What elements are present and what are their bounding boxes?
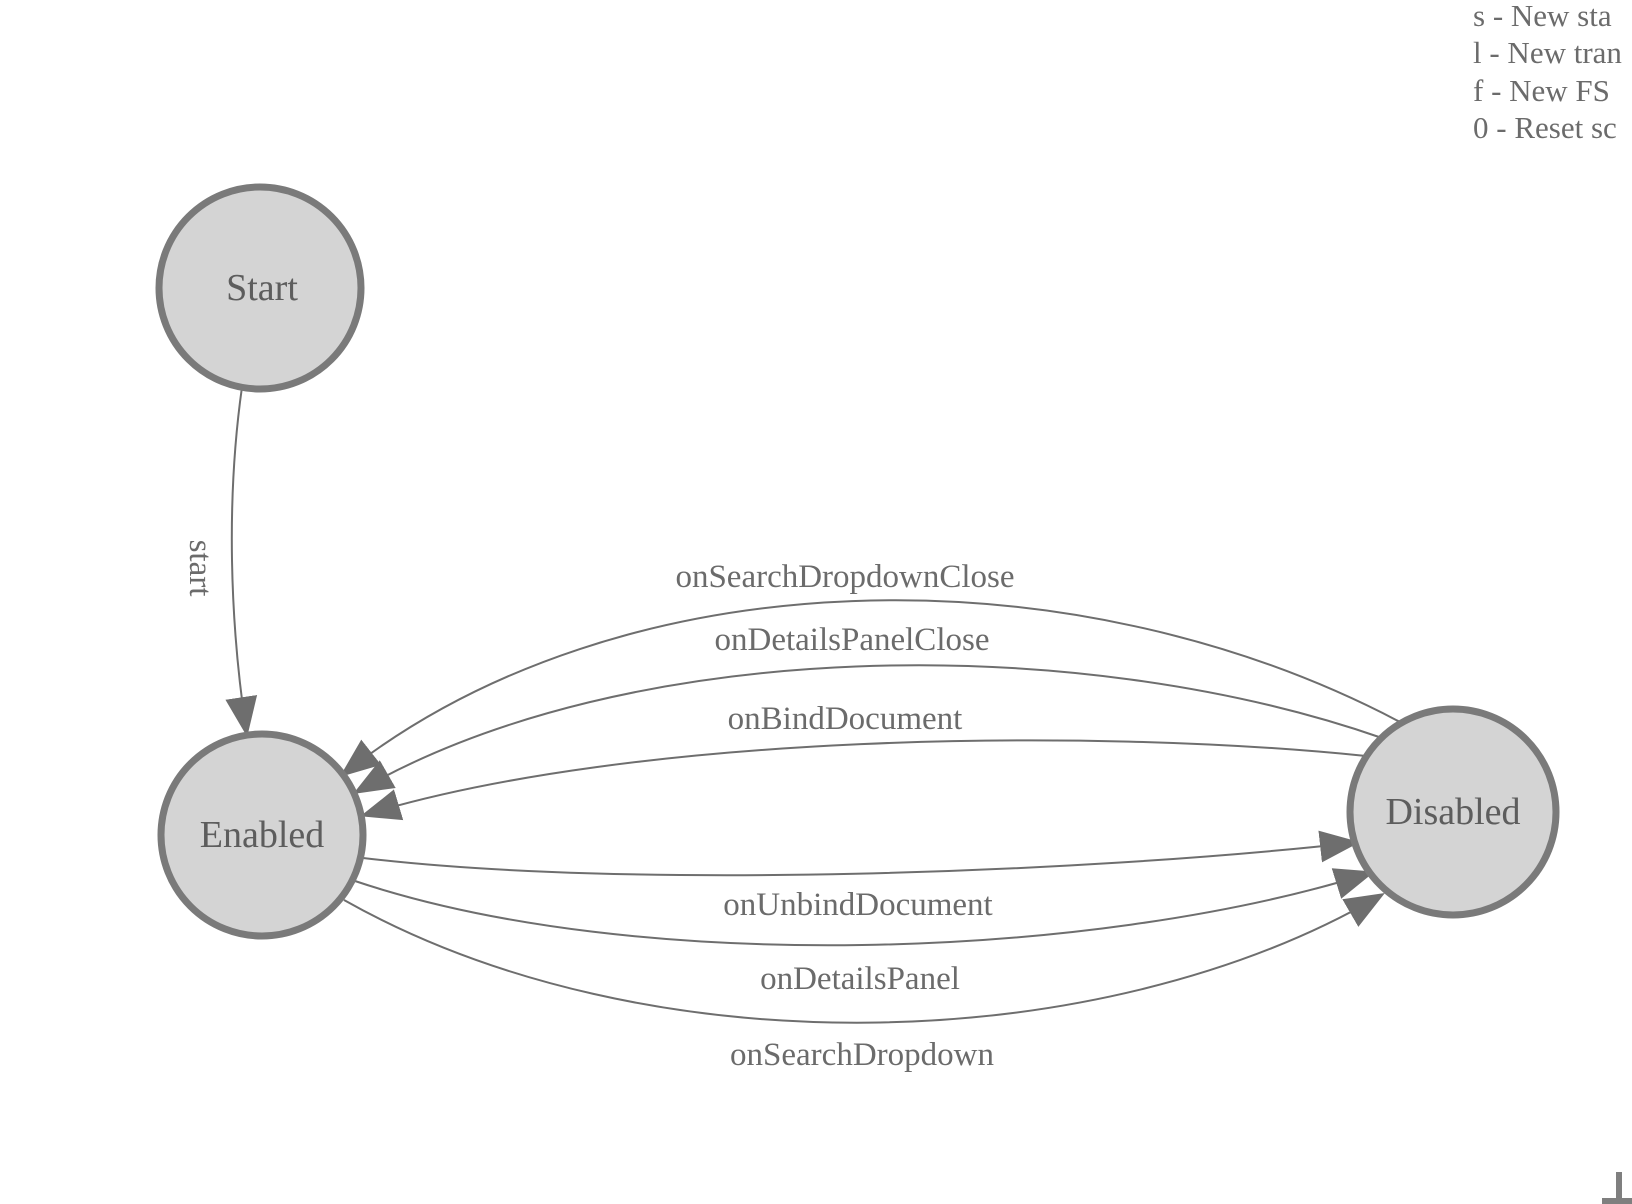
state-start-label: Start (226, 267, 298, 309)
transition-onDetailsPanel: onDetailsPanel (354, 868, 1375, 997)
legend-line-new-fsm: f - New FS (1473, 72, 1610, 108)
state-start-node[interactable] (155, 183, 365, 393)
legend-line-new-transition: l - New tran (1473, 35, 1622, 71)
transition-onBindDocument: onBindDocument (360, 701, 1367, 821)
state-enabled-label: Enabled (200, 814, 325, 856)
transition-onSearchDropdown-label: onSearchDropdown (730, 1037, 994, 1073)
state-disabled-label: Disabled (1385, 791, 1520, 833)
transition-onDetailsPanel-label: onDetailsPanel (760, 961, 960, 997)
cropped-frame-corner (1602, 1172, 1632, 1204)
transition-onSearchDropdown-edge[interactable] (343, 892, 1385, 1024)
transition-onDetailsPanelClose-edge[interactable] (353, 664, 1383, 794)
transition-onDetailsPanel-edge[interactable] (354, 868, 1375, 947)
state-enabled-node[interactable] (157, 730, 367, 940)
transition-onSearchDropdownClose-edge[interactable] (339, 599, 1401, 777)
transition-start: start (182, 386, 258, 737)
legend-line-new-state: s - New sta (1473, 0, 1612, 33)
transition-onSearchDropdownClose: onSearchDropdownClose (339, 559, 1401, 777)
cropped-frame-corner-vertical (1616, 1172, 1622, 1204)
cropped-frame-corner-horizontal (1602, 1198, 1632, 1204)
state-disabled: Disabled (1346, 705, 1560, 919)
transition-onUnbindDocument-edge[interactable] (362, 830, 1360, 877)
transition-start-edge[interactable] (225, 386, 258, 737)
transition-onDetailsPanelClose-label: onDetailsPanelClose (715, 622, 990, 658)
state-disabled-node[interactable] (1346, 705, 1560, 919)
state-enabled: Enabled (157, 730, 367, 940)
transition-onUnbindDocument-label: onUnbindDocument (723, 887, 992, 923)
transition-onBindDocument-edge[interactable] (360, 739, 1367, 821)
transition-start-label: start (182, 540, 218, 597)
transition-onUnbindDocument: onUnbindDocument (362, 830, 1360, 923)
transition-onBindDocument-label: onBindDocument (728, 701, 963, 737)
transition-onSearchDropdownClose-label: onSearchDropdownClose (675, 559, 1014, 595)
transition-onSearchDropdown: onSearchDropdown (343, 892, 1385, 1073)
legend-line-reset: 0 - Reset sc (1473, 110, 1617, 146)
shortcut-legend: s - New sta l - New tran f - New FS 0 - … (1473, 0, 1622, 147)
state-start: Start (155, 183, 365, 393)
transition-onDetailsPanelClose: onDetailsPanelClose (353, 622, 1383, 794)
